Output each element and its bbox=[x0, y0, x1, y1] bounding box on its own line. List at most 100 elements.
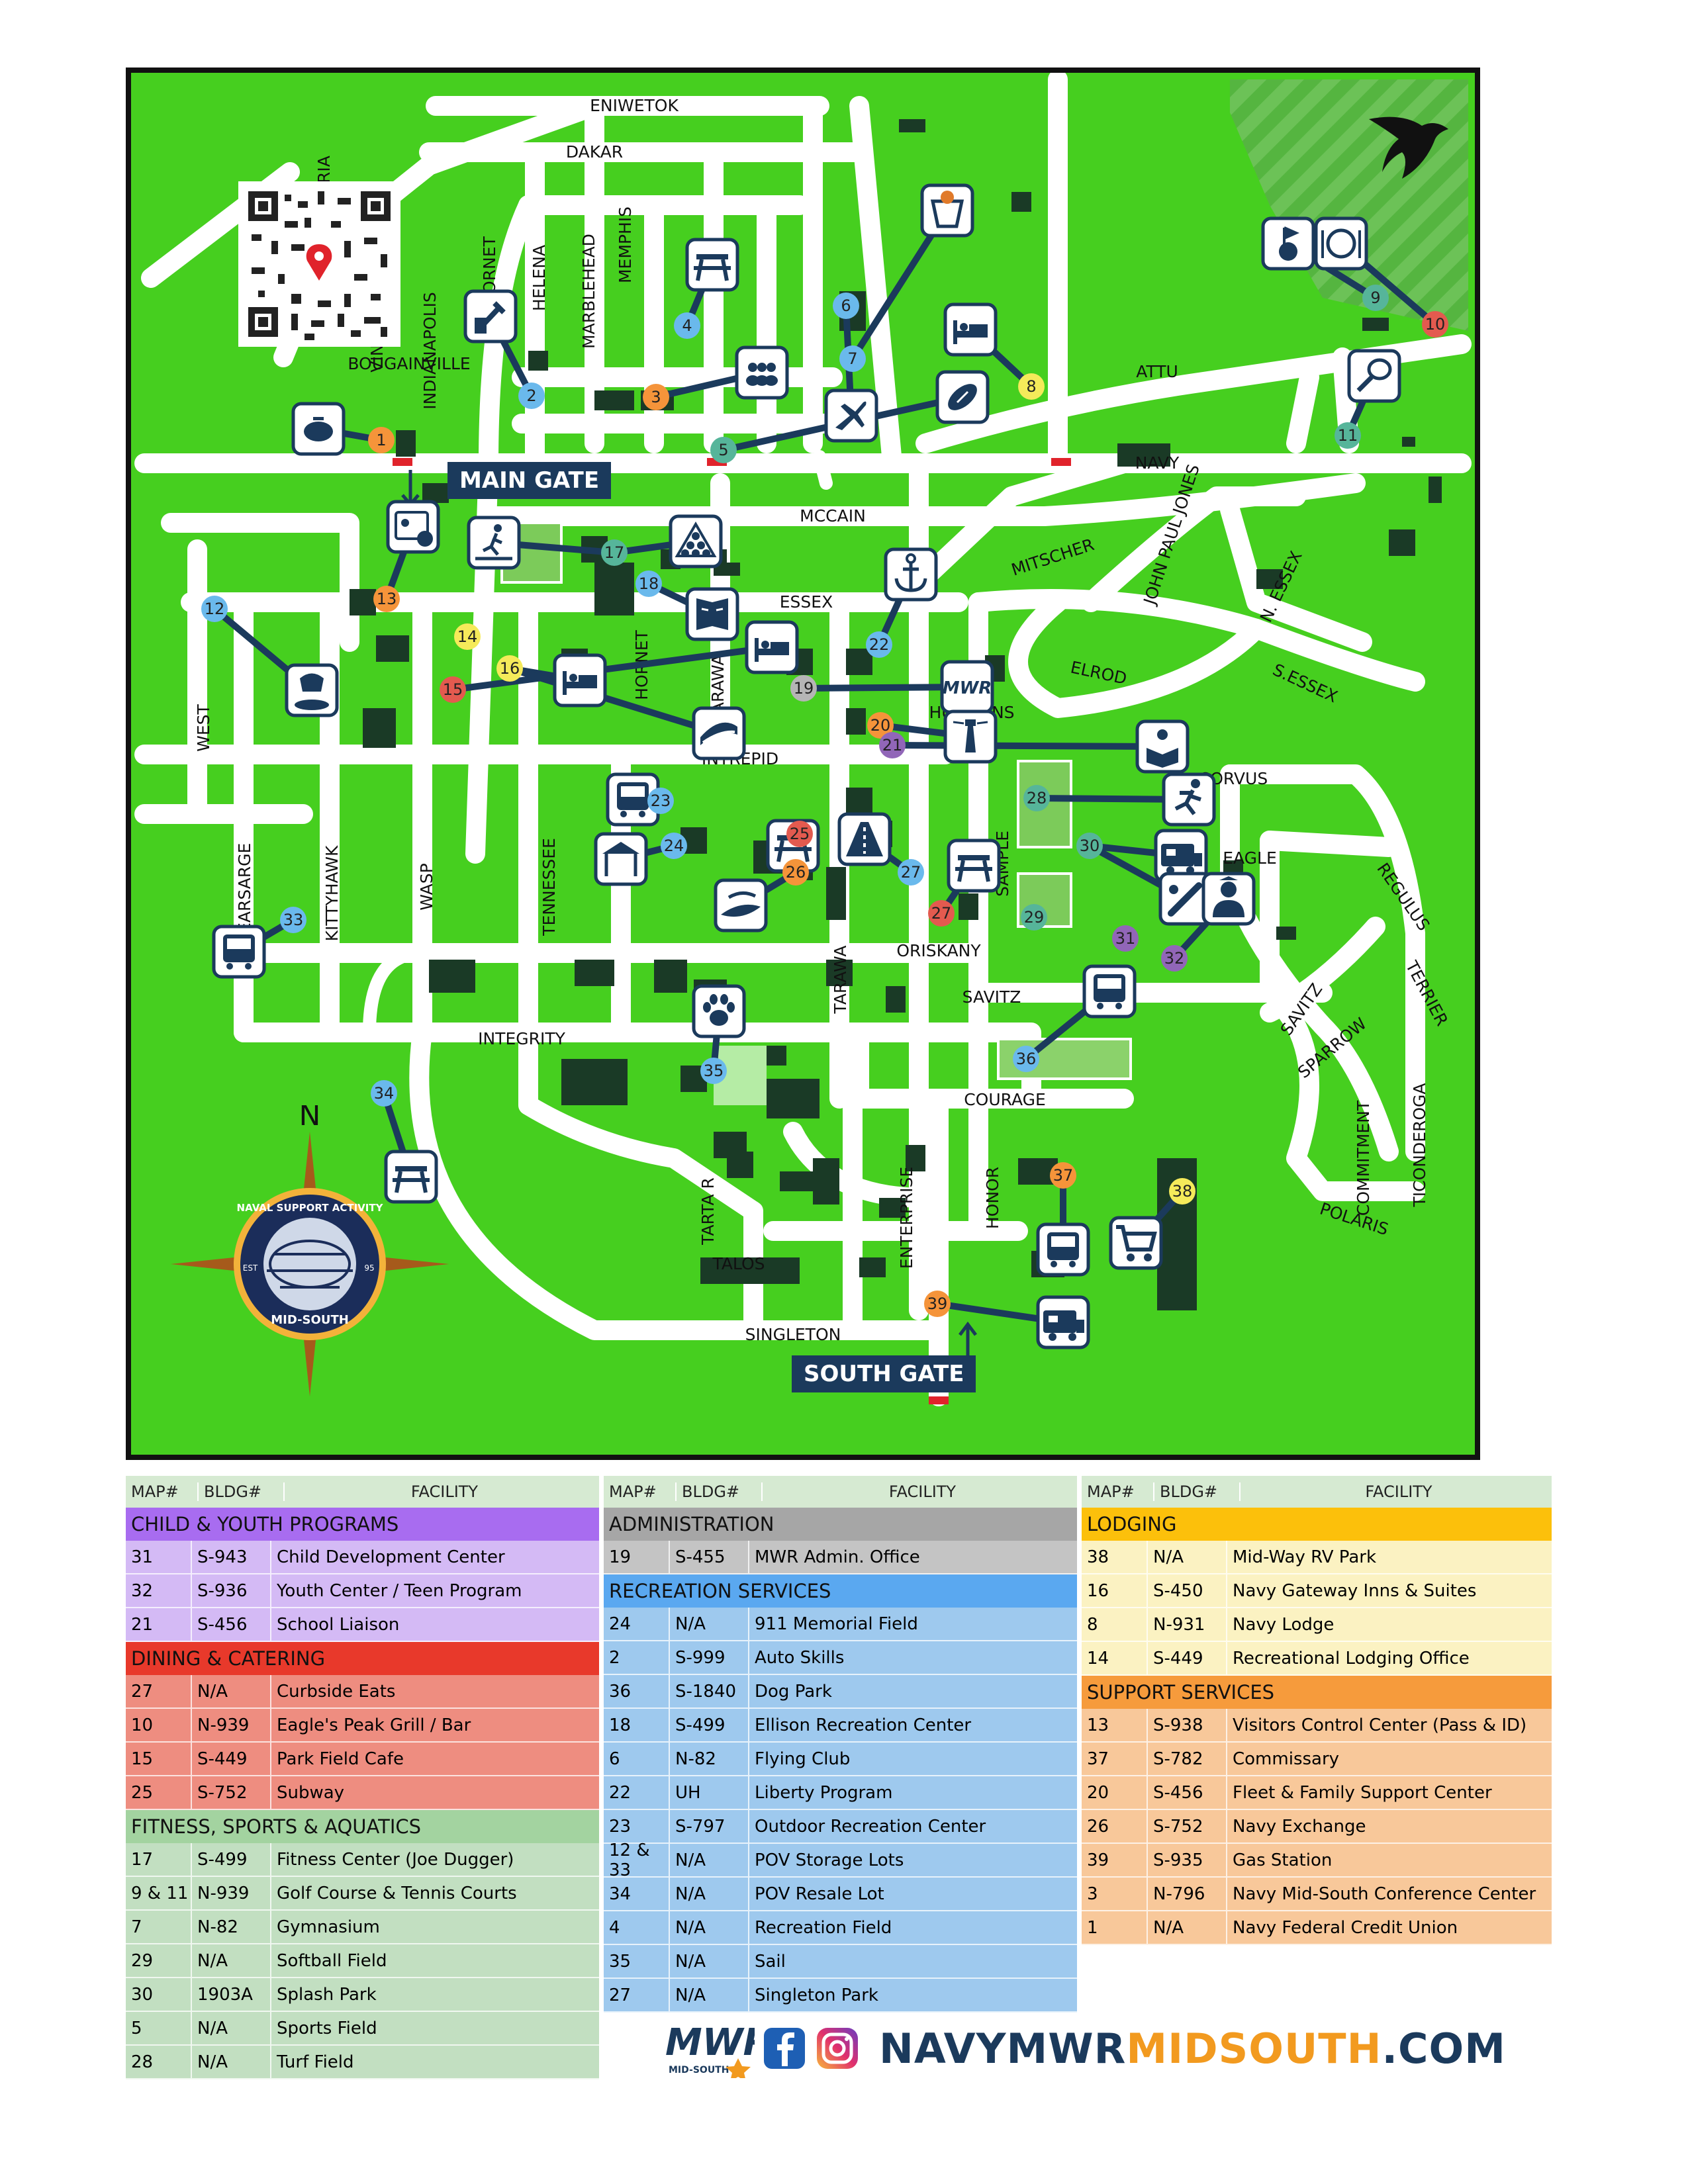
table-cell: 39 bbox=[1082, 1844, 1148, 1876]
map-pin[interactable]: 27 bbox=[928, 900, 955, 927]
football-icon[interactable] bbox=[935, 370, 990, 424]
road-icon[interactable] bbox=[837, 812, 892, 866]
sub-sandwich-icon[interactable] bbox=[692, 706, 746, 760]
map-pin[interactable]: 2 bbox=[518, 383, 545, 409]
map-pin[interactable]: 37 bbox=[1050, 1162, 1076, 1189]
dining-icon[interactable] bbox=[1314, 216, 1368, 271]
instagram-icon[interactable] bbox=[814, 2025, 861, 2071]
bus-icon[interactable] bbox=[606, 772, 660, 827]
map-pin[interactable]: 23 bbox=[647, 788, 674, 814]
map-pin[interactable]: 38 bbox=[1169, 1178, 1196, 1205]
runner-icon[interactable] bbox=[1162, 772, 1216, 827]
tennis-icon[interactable] bbox=[1347, 349, 1401, 403]
table-cell: Softball Field bbox=[277, 1950, 387, 1971]
mwr-logo-icon[interactable]: MWR MID-SOUTH bbox=[662, 2019, 755, 2078]
qr-code-icon[interactable] bbox=[238, 181, 400, 347]
map-pin[interactable]: 15 bbox=[440, 676, 466, 703]
school-bus-icon[interactable] bbox=[212, 925, 266, 979]
section-header: RECREATION SERVICES bbox=[604, 1574, 1077, 1608]
map-pin[interactable]: 7 bbox=[839, 345, 866, 372]
map-pin[interactable]: 22 bbox=[866, 631, 892, 658]
map-pin[interactable]: 4 bbox=[674, 312, 700, 339]
table-cell: Subway bbox=[277, 1782, 345, 1803]
map-pin[interactable]: 24 bbox=[661, 833, 687, 859]
map-pin[interactable]: 11 bbox=[1335, 422, 1361, 449]
map-pin[interactable]: 29 bbox=[1021, 904, 1047, 931]
id-card-icon[interactable] bbox=[386, 500, 440, 554]
website-link[interactable]: NAVYMWRMIDSOUTH.COM bbox=[879, 2025, 1506, 2073]
wrench-icon[interactable] bbox=[463, 289, 518, 343]
map-pin-number: 8 bbox=[1026, 377, 1036, 396]
bed-icon[interactable] bbox=[745, 620, 799, 674]
map-pin[interactable]: 18 bbox=[635, 570, 662, 597]
baseball-bat-icon[interactable] bbox=[1158, 872, 1213, 926]
map-pin[interactable]: 39 bbox=[924, 1291, 951, 1317]
piggy-bank-icon[interactable] bbox=[291, 402, 346, 456]
south-gate-label[interactable]: SOUTH GATE bbox=[792, 1355, 976, 1392]
map-pin[interactable]: 10 bbox=[1422, 311, 1448, 338]
map-pin[interactable]: 32 bbox=[1161, 945, 1188, 972]
golf-icon[interactable] bbox=[1261, 216, 1315, 271]
map-pin[interactable]: 8 bbox=[1018, 373, 1045, 400]
map-pin[interactable]: 14 bbox=[454, 623, 481, 650]
map-pin[interactable]: 20 bbox=[867, 712, 894, 739]
picnic-table-icon[interactable] bbox=[947, 839, 1001, 893]
bus-icon[interactable] bbox=[1036, 1222, 1090, 1277]
map-pin[interactable]: 16 bbox=[496, 655, 523, 682]
teacher-icon[interactable] bbox=[1201, 872, 1256, 926]
picnic-table-icon[interactable] bbox=[685, 238, 739, 292]
splash-icon[interactable] bbox=[285, 663, 339, 717]
map-pin[interactable]: 26 bbox=[782, 859, 809, 886]
map-pin[interactable]: 3 bbox=[643, 384, 669, 410]
mwr-logo-icon[interactable]: MWR bbox=[940, 660, 994, 714]
map-pin[interactable]: 36 bbox=[1013, 1046, 1039, 1072]
map-pin[interactable]: 19 bbox=[790, 675, 817, 702]
map-pin[interactable]: 13 bbox=[373, 586, 400, 612]
map-pin[interactable]: 35 bbox=[700, 1058, 727, 1084]
map-pin[interactable]: 34 bbox=[371, 1080, 397, 1107]
group-icon[interactable] bbox=[735, 345, 789, 400]
anchor-icon[interactable] bbox=[884, 547, 938, 602]
paw-icon[interactable] bbox=[692, 984, 746, 1038]
map-pin[interactable]: 31 bbox=[1112, 925, 1139, 952]
table-header-cell: FACILITY bbox=[410, 1482, 479, 1501]
kayak-icon[interactable] bbox=[714, 878, 768, 933]
billiards-icon[interactable] bbox=[669, 514, 723, 569]
map-pin[interactable]: 25 bbox=[786, 821, 813, 847]
airplane-icon[interactable] bbox=[824, 388, 878, 443]
main-gate-label[interactable]: MAIN GATE bbox=[447, 462, 612, 499]
map-pin[interactable]: 28 bbox=[1023, 785, 1050, 811]
facebook-icon[interactable] bbox=[761, 2025, 808, 2071]
map-pin[interactable]: 27 bbox=[898, 859, 924, 886]
map-pin[interactable]: 6 bbox=[833, 293, 859, 319]
rv-icon[interactable] bbox=[1154, 829, 1208, 883]
table-cell: UH bbox=[670, 1776, 749, 1809]
table-cell: N/A bbox=[670, 1608, 749, 1640]
map-pin[interactable]: 5 bbox=[710, 437, 737, 463]
seal-est-text: EST bbox=[243, 1263, 258, 1273]
map-pin[interactable]: 30 bbox=[1076, 833, 1103, 859]
lighthouse-icon[interactable] bbox=[943, 709, 998, 764]
reading-icon[interactable] bbox=[1135, 719, 1190, 774]
basketball-icon[interactable] bbox=[920, 183, 974, 238]
tent-icon[interactable] bbox=[594, 832, 648, 886]
bed-icon[interactable] bbox=[553, 653, 607, 707]
map-pin[interactable]: 33 bbox=[280, 907, 306, 933]
brochure-icon[interactable] bbox=[685, 587, 739, 641]
map-pin[interactable]: 21 bbox=[879, 732, 906, 758]
picnic-table-icon[interactable] bbox=[384, 1150, 438, 1204]
map-pin-number: 33 bbox=[283, 911, 304, 929]
table-cell: S-456 bbox=[1148, 1776, 1227, 1809]
rv-icon[interactable] bbox=[1036, 1295, 1090, 1349]
map-pin[interactable]: 17 bbox=[601, 539, 628, 566]
cart-icon[interactable] bbox=[1109, 1216, 1163, 1270]
bus-icon[interactable] bbox=[1082, 964, 1137, 1019]
treadmill-icon[interactable] bbox=[467, 516, 521, 570]
bed-icon[interactable] bbox=[943, 302, 998, 357]
map-pin[interactable]: 1 bbox=[368, 427, 395, 453]
map-pin[interactable]: 9 bbox=[1362, 285, 1389, 311]
map-pin[interactable]: 12 bbox=[201, 596, 228, 622]
table-cell: 1 bbox=[1082, 1911, 1148, 1944]
